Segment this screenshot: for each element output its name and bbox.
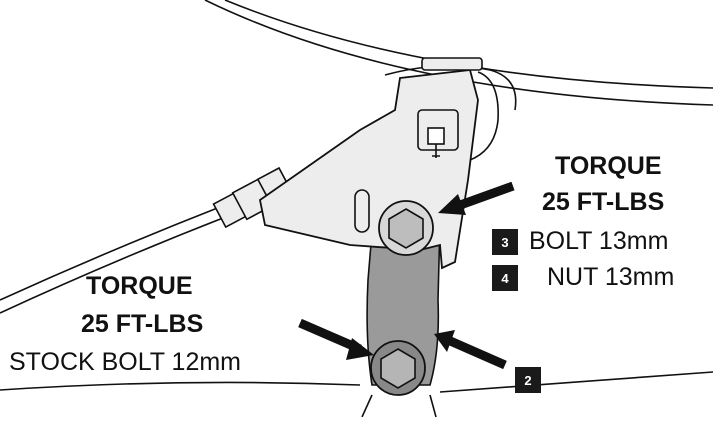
- zip-tie-icon: [417, 109, 459, 158]
- hex-bolt-icon: [370, 340, 426, 396]
- left-torque-value: 25 FT-LBS: [81, 310, 204, 338]
- bottom-mount: [361, 394, 437, 418]
- part-badge-4: 4: [492, 265, 518, 291]
- arrow-icon: [298, 318, 374, 360]
- nut-label: NUT 13mm: [547, 263, 675, 291]
- stock-bolt-label: STOCK BOLT 12mm: [9, 348, 242, 376]
- left-torque-title: TORQUE: [86, 272, 193, 300]
- upper-bracket: [259, 69, 479, 270]
- bracket-slot: [354, 189, 370, 233]
- right-torque-title: TORQUE: [555, 152, 662, 180]
- bolt-label: BOLT 13mm: [529, 227, 669, 255]
- arrow-icon: [434, 330, 507, 370]
- right-torque-value: 25 FT-LBS: [542, 188, 665, 216]
- brake-line-a: [0, 204, 226, 301]
- lower-fender-line: [0, 381, 361, 391]
- lower-fender-line-right: [439, 371, 713, 393]
- hex-bolt-icon: [378, 200, 434, 256]
- fender-arc-outer: [204, 0, 713, 106]
- zip-tie-strap: [421, 57, 483, 71]
- part-badge-2: 2: [515, 367, 541, 393]
- cable-upper: [384, 65, 517, 111]
- arrow-icon: [438, 181, 515, 215]
- part-badge-3: 3: [492, 229, 518, 255]
- brake-line-b: [0, 215, 229, 314]
- cable-upper-2: [469, 71, 499, 161]
